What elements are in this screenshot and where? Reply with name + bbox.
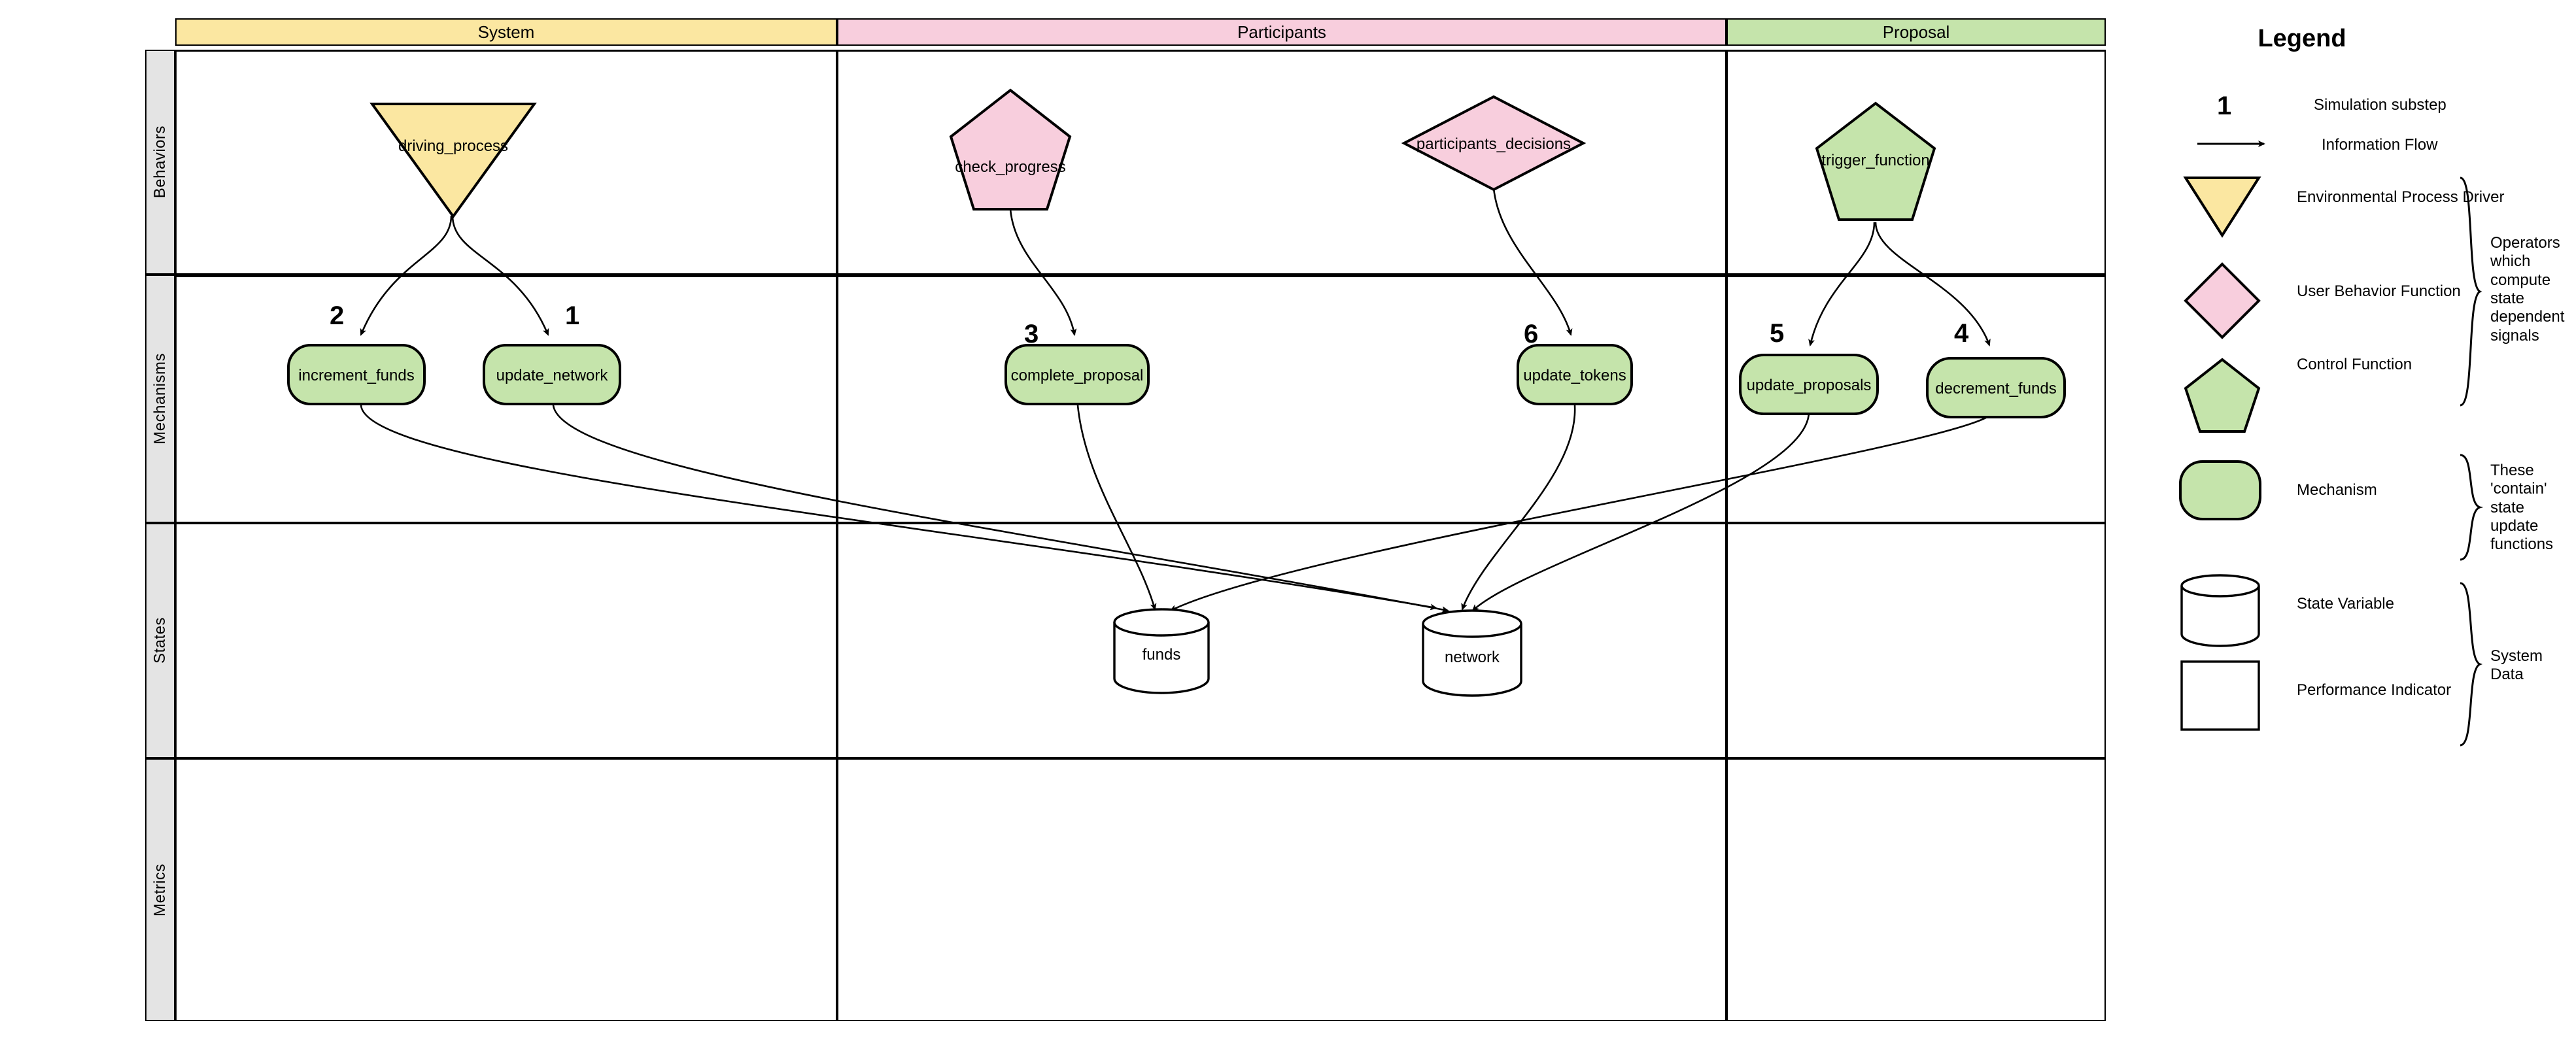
triangle-down-icon bbox=[2183, 177, 2261, 238]
cell-system-metrics bbox=[175, 758, 837, 1021]
cell-participants-states bbox=[837, 523, 1726, 758]
node-participants-decisions[interactable]: participants_decisions bbox=[1401, 95, 1587, 192]
row-label-text: Mechanisms bbox=[151, 353, 169, 445]
legend-label-performance-indicator: Performance Indicator bbox=[2297, 681, 2452, 699]
row-label-metrics: Metrics bbox=[145, 758, 175, 1021]
rounded-rect-icon bbox=[1517, 344, 1633, 405]
column-header-label: Proposal bbox=[1882, 22, 1950, 42]
node-funds[interactable]: funds bbox=[1112, 608, 1211, 694]
column-header-system: System bbox=[175, 18, 837, 46]
substep-badge-increment-funds: 2 bbox=[330, 301, 345, 330]
legend-label-simulation-substep: Simulation substep bbox=[2314, 96, 2447, 114]
column-header-label: System bbox=[477, 22, 535, 42]
cell-proposal-metrics bbox=[1726, 758, 2106, 1021]
rounded-rect-icon bbox=[483, 344, 621, 405]
node-increment-funds[interactable]: increment_funds bbox=[286, 343, 426, 406]
pentagon-icon bbox=[949, 88, 1072, 211]
cell-proposal-states bbox=[1726, 523, 2106, 758]
cylinder-icon bbox=[2180, 574, 2260, 647]
node-complete-proposal[interactable]: complete_proposal bbox=[1004, 343, 1150, 406]
node-check-progress[interactable]: check_progress bbox=[949, 88, 1072, 212]
legend-substep-sample: 1 bbox=[2217, 92, 2232, 120]
bracket-icon bbox=[2460, 454, 2484, 561]
node-driving-process[interactable]: driving_process bbox=[369, 101, 537, 219]
legend-label-state-variable: State Variable bbox=[2297, 595, 2394, 613]
diamond-icon bbox=[1401, 95, 1587, 192]
pentagon-icon bbox=[2184, 358, 2261, 433]
legend-label-environmental-process-driver: Environmental Process Driver bbox=[2297, 188, 2505, 206]
column-header-label: Participants bbox=[1237, 22, 1326, 42]
column-header-participants: Participants bbox=[837, 18, 1726, 46]
legend-label-mechanism: Mechanism bbox=[2297, 481, 2377, 499]
triangle-down-icon bbox=[369, 103, 537, 219]
bracket-icon bbox=[2460, 582, 2482, 747]
node-trigger-function[interactable]: trigger_function bbox=[1815, 101, 1936, 223]
substep-badge-decrement-funds: 4 bbox=[1954, 319, 1969, 348]
legend-bracket-note-contain: These 'contain' state update functions bbox=[2490, 462, 2554, 554]
row-label-text: States bbox=[151, 617, 169, 664]
cell-participants-behaviors bbox=[837, 50, 1726, 275]
substep-badge-update-proposals: 5 bbox=[1770, 319, 1785, 348]
pentagon-icon bbox=[1815, 101, 1936, 221]
legend-label-information-flow: Information Flow bbox=[2322, 136, 2438, 154]
cell-system-states bbox=[175, 523, 837, 758]
substep-badge-update-network: 1 bbox=[565, 301, 580, 330]
rounded-rect-icon bbox=[1005, 344, 1150, 405]
node-decrement-funds[interactable]: decrement_funds bbox=[1925, 356, 2067, 419]
column-header-proposal: Proposal bbox=[1726, 18, 2106, 46]
rounded-rect-icon bbox=[287, 344, 426, 405]
legend-label-control-function: Control Function bbox=[2297, 356, 2413, 373]
rounded-rect-icon bbox=[2179, 460, 2261, 520]
row-label-states: States bbox=[145, 523, 175, 758]
row-label-behaviors: Behaviors bbox=[145, 50, 175, 275]
legend-bracket-note-system-data: System Data bbox=[2490, 647, 2543, 684]
legend-bracket-note-operators: Operators which compute state dependent … bbox=[2490, 234, 2565, 345]
row-label-text: Behaviors bbox=[151, 126, 169, 199]
legend-panel: Legend 1 Simulation substep Information … bbox=[2145, 0, 2576, 1046]
node-update-tokens[interactable]: update_tokens bbox=[1516, 343, 1634, 406]
node-network[interactable]: network bbox=[1420, 609, 1524, 697]
node-update-network[interactable]: update_network bbox=[482, 343, 622, 406]
cell-participants-metrics bbox=[837, 758, 1726, 1021]
rounded-rect-icon bbox=[1739, 354, 1879, 415]
arrow-icon bbox=[2197, 141, 2265, 147]
substep-badge-update-tokens: 6 bbox=[1524, 320, 1539, 348]
legend-label-user-behavior-function: User Behavior Function bbox=[2297, 282, 2461, 300]
cylinder-icon bbox=[1422, 609, 1522, 697]
bracket-icon bbox=[2460, 177, 2482, 407]
cylinder-icon bbox=[1113, 608, 1210, 694]
row-label-mechanisms: Mechanisms bbox=[145, 275, 175, 523]
node-update-proposals[interactable]: update_proposals bbox=[1738, 353, 1880, 416]
substep-badge-complete-proposal: 3 bbox=[1024, 320, 1039, 348]
legend-title: Legend bbox=[2258, 25, 2346, 52]
row-label-text: Metrics bbox=[151, 863, 169, 917]
rounded-rect-icon bbox=[1926, 357, 2066, 418]
diamond-icon bbox=[2184, 262, 2261, 339]
rect-icon bbox=[2180, 660, 2260, 731]
